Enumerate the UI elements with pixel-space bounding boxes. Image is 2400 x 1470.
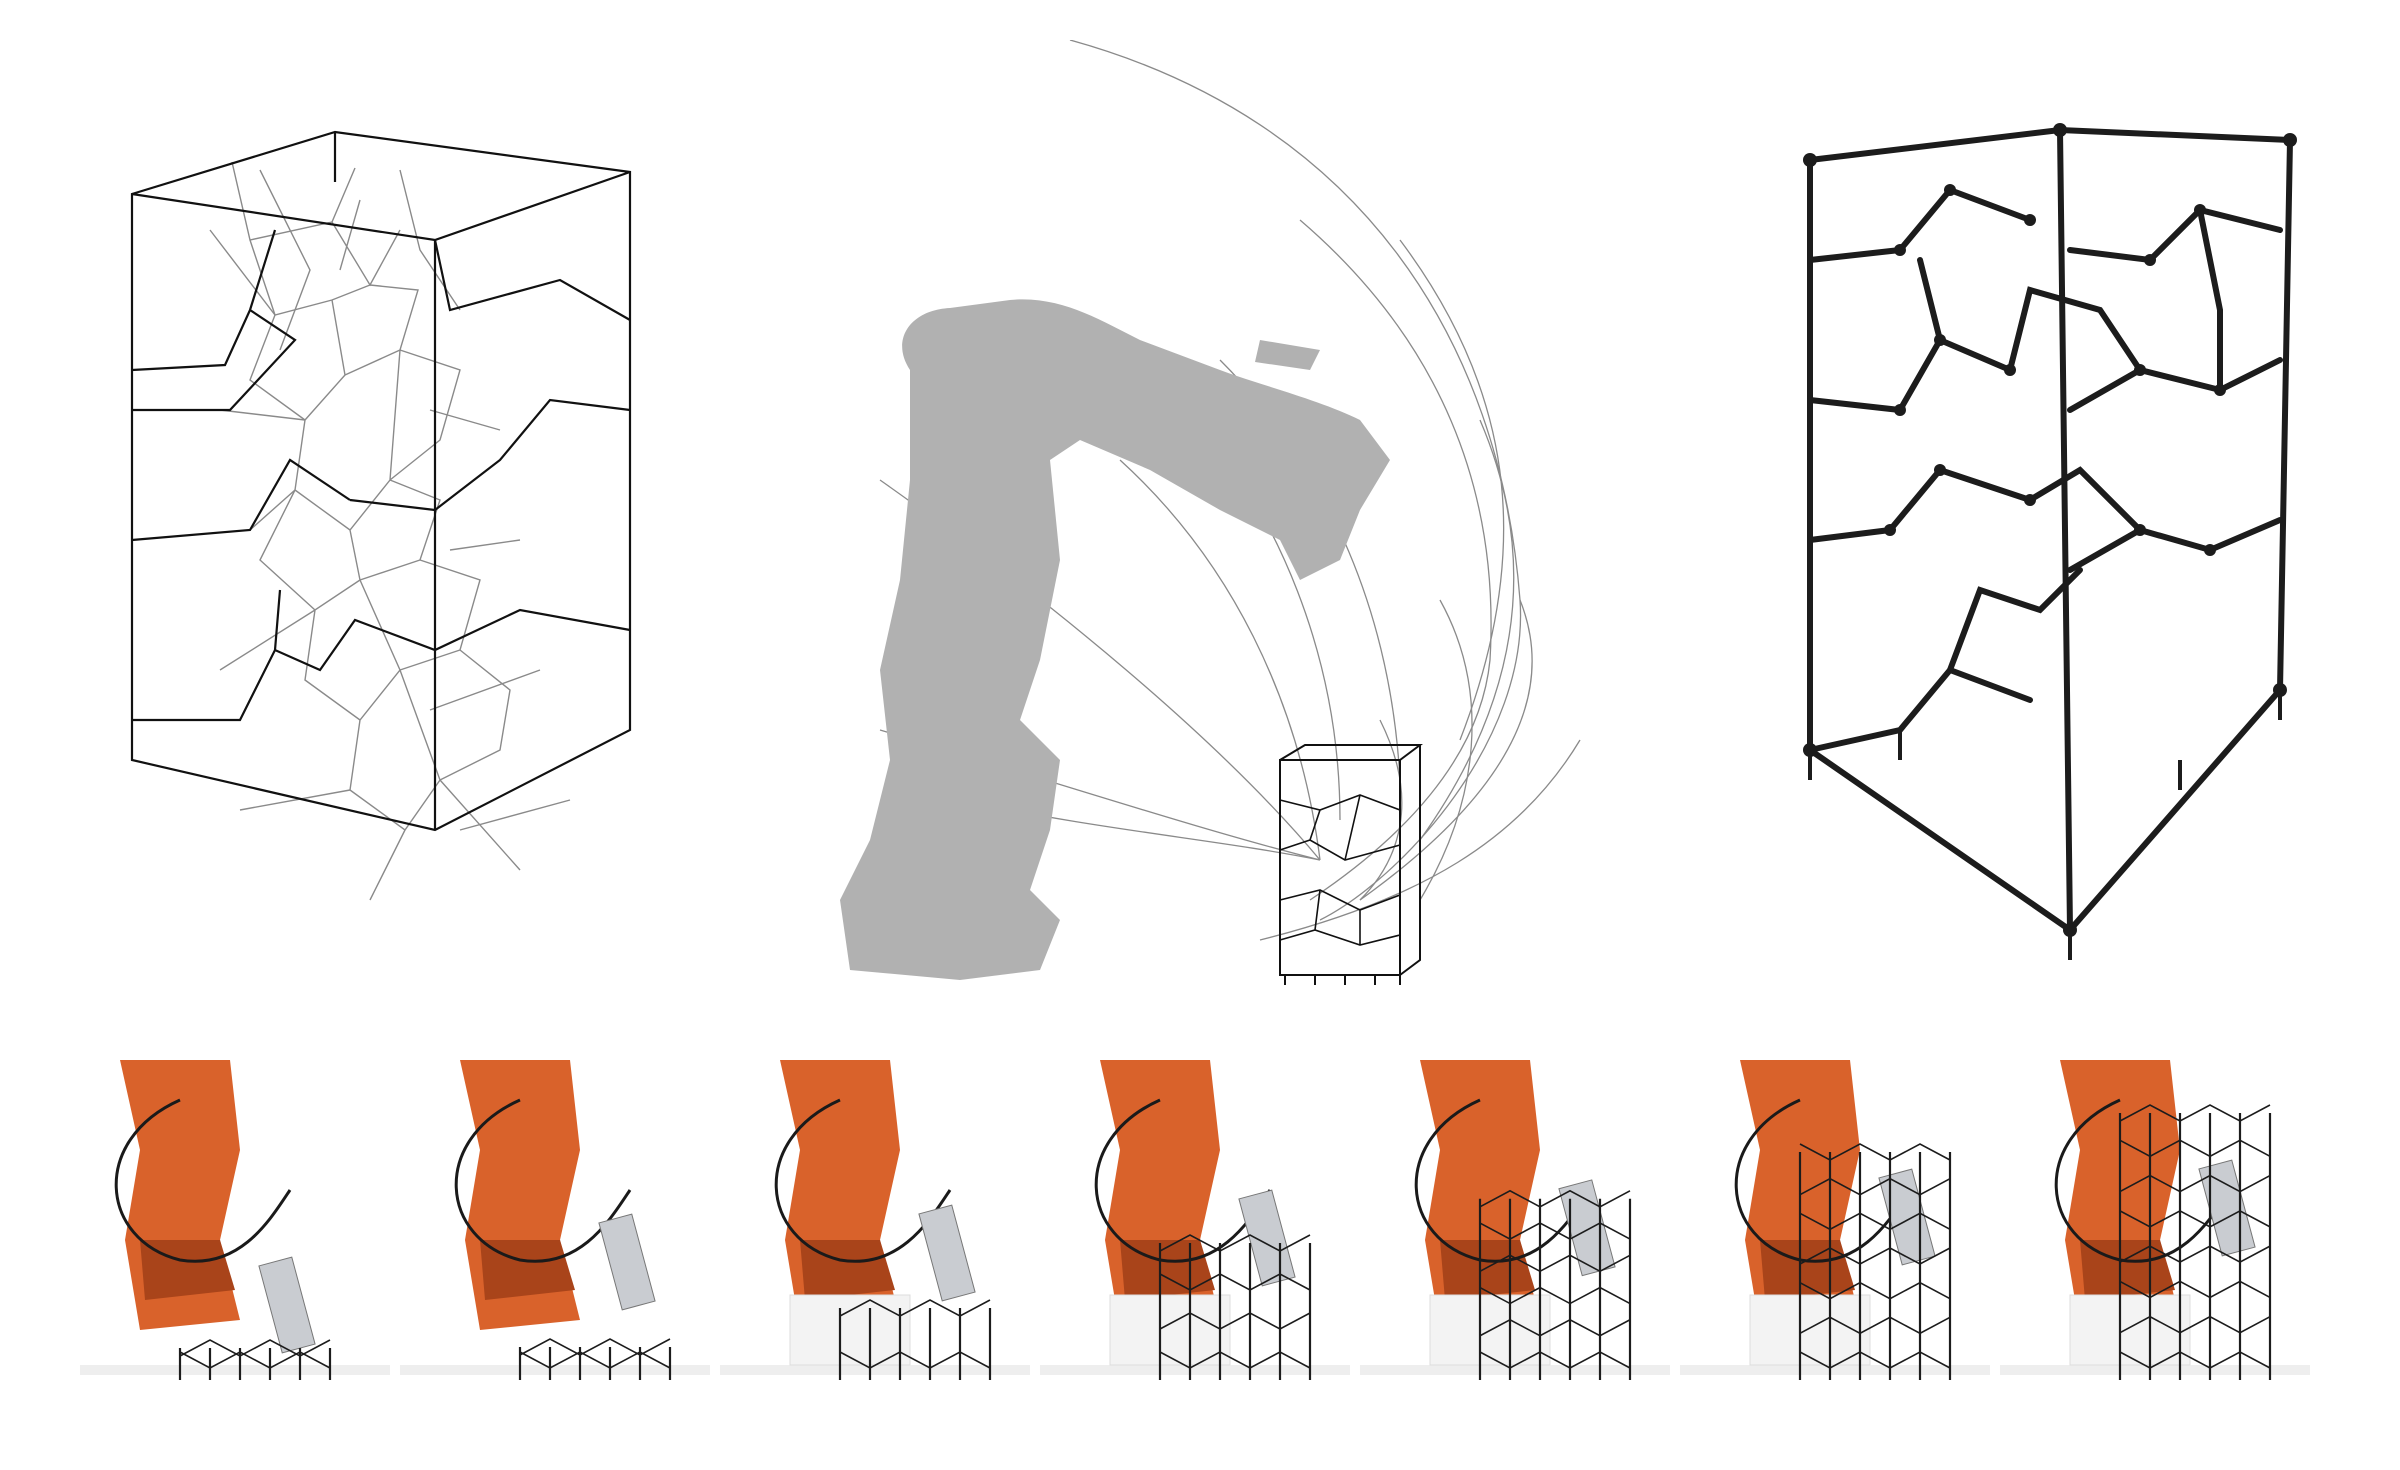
- fabrication-sequence-strip: [80, 1060, 2320, 1440]
- printed-structure-photo: [1803, 123, 2297, 960]
- sequence-frame-5: [1360, 1060, 1670, 1380]
- printed-structure-nodes: [1803, 123, 2297, 937]
- sequence-frame-1: [80, 1060, 390, 1380]
- robot-base: [2069, 1294, 2191, 1366]
- printed-structure-legs: [1808, 690, 2282, 960]
- sequence-frame-7: [2000, 1060, 2310, 1380]
- voronoi-outer-box: [130, 130, 632, 832]
- printed-structure-frame: [1807, 126, 2294, 934]
- robot-cables: [1414, 1098, 1592, 1263]
- robot-base: [1109, 1294, 1231, 1366]
- printed-structure-photo-panel: [1780, 110, 2320, 960]
- extruder-tool: [598, 1213, 656, 1311]
- extruder-tool: [1238, 1189, 1296, 1287]
- frame-floor: [2000, 1365, 2310, 1375]
- robot-cables: [2054, 1098, 2232, 1263]
- extruder-tool: [2198, 1159, 2256, 1257]
- printed-lattice-model: [1279, 744, 1423, 985]
- voronoi-wireframe-drawing: [130, 130, 632, 901]
- sequence-frame-3: [720, 1060, 1030, 1380]
- printed-lattice: [1478, 1189, 1632, 1380]
- printed-lattice: [1798, 1143, 1952, 1380]
- extruder-tool: [1558, 1179, 1616, 1277]
- robot-cables: [1094, 1098, 1272, 1263]
- robot-toolpath-panel: [800, 40, 1650, 1000]
- frame-floor: [80, 1365, 390, 1375]
- robot-base: [1749, 1294, 1871, 1366]
- frame-floor: [720, 1365, 1030, 1375]
- robot-toolpath-drawing: [840, 40, 1581, 985]
- frame-floor: [1680, 1365, 1990, 1375]
- extruder-tool: [258, 1256, 316, 1354]
- frame-floor: [1040, 1365, 1350, 1375]
- sequence-frame-6: [1680, 1060, 1990, 1380]
- printed-lattice: [838, 1299, 992, 1380]
- voronoi-interior-cells: [209, 161, 571, 901]
- printed-lattice: [178, 1339, 332, 1380]
- sequence-frame-2: [400, 1060, 710, 1380]
- printed-lattice: [1158, 1234, 1312, 1380]
- frame-floor: [1360, 1365, 1670, 1375]
- printed-lattice: [518, 1338, 672, 1380]
- robot-base: [789, 1294, 911, 1366]
- frame-floor: [400, 1365, 710, 1375]
- sequence-frames: [80, 1060, 2310, 1380]
- sequence-frame-4: [1040, 1060, 1350, 1380]
- robot-cables: [114, 1098, 292, 1263]
- voronoi-wireframe-panel: [100, 110, 660, 960]
- printed-lattice: [2118, 1104, 2272, 1380]
- extruder-tool: [918, 1204, 976, 1302]
- robot-silhouette: [840, 299, 1390, 980]
